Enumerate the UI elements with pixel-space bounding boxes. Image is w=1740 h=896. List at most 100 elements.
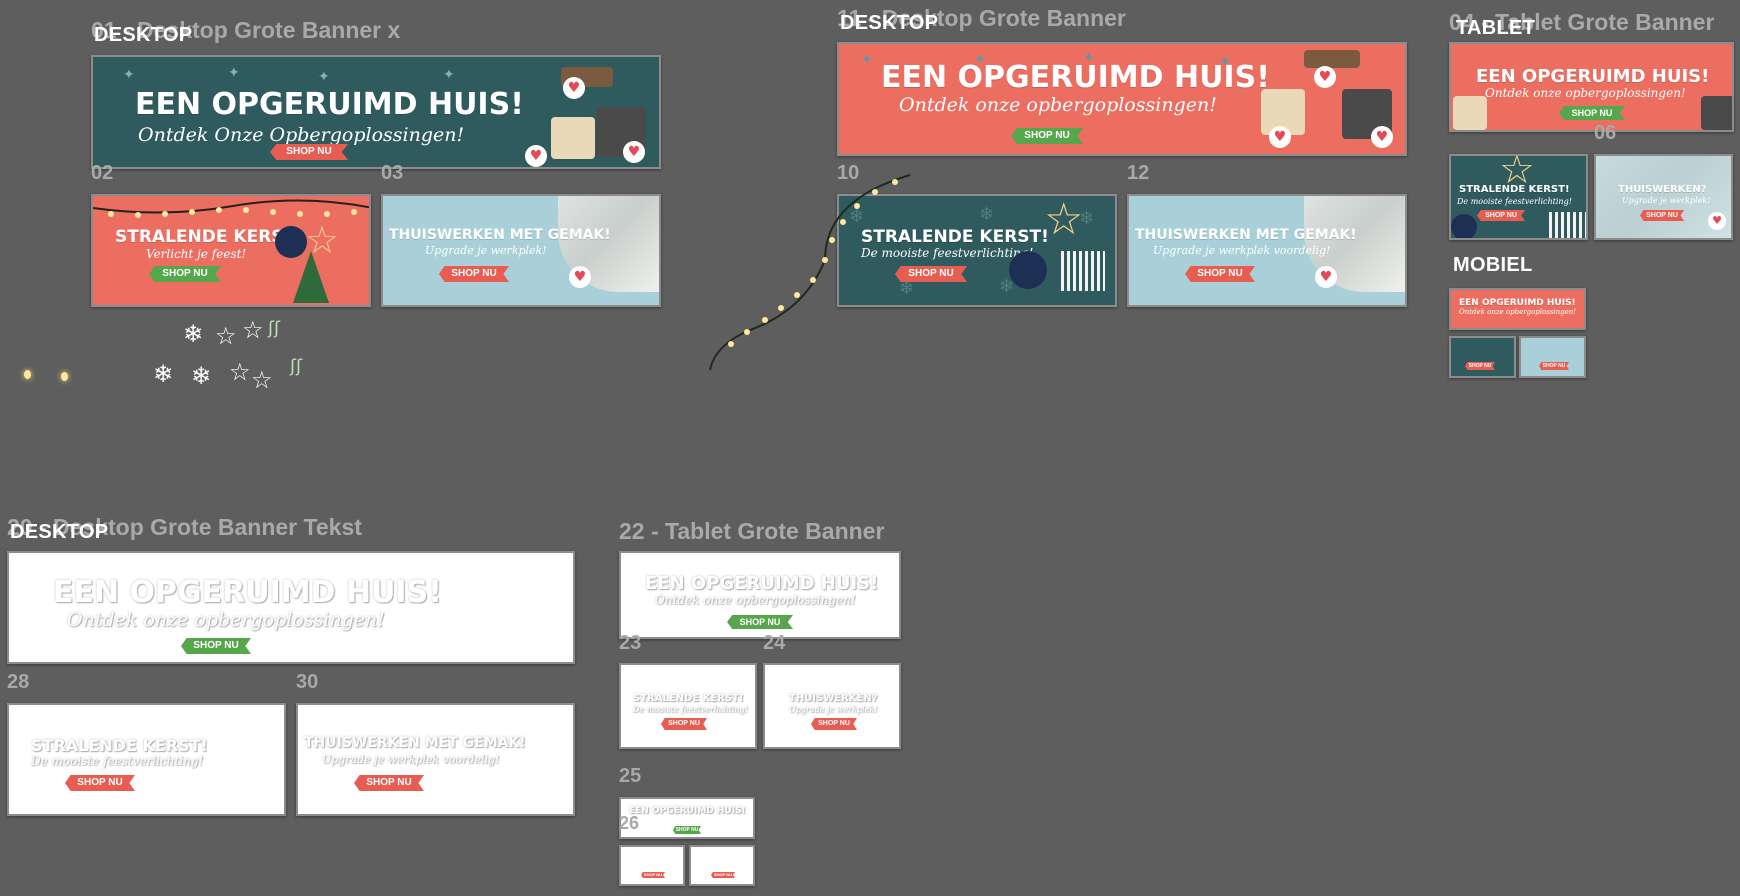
frame-number-06[interactable]: 06 xyxy=(1594,122,1617,144)
banner-subline: Upgrade je werkplek! xyxy=(789,705,878,714)
banner-subline: Upgrade je werkplek voordelig! xyxy=(1153,244,1331,257)
storage-basket-image xyxy=(551,117,595,159)
shop-now-button[interactable]: SHOP NU xyxy=(149,266,221,282)
banner-subline: Upgrade je werkplek voordelig! xyxy=(322,753,500,766)
candy-cane-icon: ʃʃ xyxy=(268,318,281,339)
banner-03-thuiswerken[interactable]: THUISWERKEN MET GEMAK! Upgrade je werkpl… xyxy=(381,194,661,307)
banner-11-opgeruimd-huis[interactable]: ✦ ✦ ✦ ✦ EEN OPGERUIMD HUIS! Ontdek onze … xyxy=(837,42,1407,156)
banner-headline: STRALENDE KERST! xyxy=(115,227,303,247)
banner-subline: Ontdek onze opbergoplossingen! xyxy=(899,94,1217,116)
shop-now-button[interactable]: SHOP NU xyxy=(727,615,793,629)
frame-label-22[interactable]: 22 - Tablet Grote Banner xyxy=(619,518,885,544)
icicle-lights-image xyxy=(1061,251,1105,291)
frame-number-30[interactable]: 30 xyxy=(296,671,319,693)
banner-26-text-mobile-stralende-kerst[interactable]: SHOP NU xyxy=(619,845,685,886)
shop-now-button[interactable]: SHOP NU xyxy=(661,718,707,730)
frame-label-20[interactable]: 20 - Desktop Grote Banner Tekst xyxy=(7,514,362,540)
shop-now-button[interactable]: SHOP NU xyxy=(1477,210,1525,221)
star-outline-icon: ☆ xyxy=(242,316,264,344)
banner-subline: De mooiste feestverlichting! xyxy=(633,705,748,714)
banner-04-opgeruimd-huis[interactable]: EEN OPGERUIMD HUIS! Ontdek onze opbergop… xyxy=(1449,42,1734,132)
frame-number-10[interactable]: 10 xyxy=(837,162,860,184)
shop-now-button[interactable]: SHOP NU xyxy=(354,775,424,791)
banner-subline: Ontdek onze opbergoplossingen! xyxy=(1459,308,1577,316)
frame-label-04[interactable]: 04 - Tablet Grote Banner xyxy=(1449,9,1715,35)
banner-06-thuiswerken[interactable]: THUISWERKEN? Upgrade je werkplek! SHOP N… xyxy=(1594,154,1733,240)
string-lights-icon xyxy=(93,199,369,218)
banner-headline: THUISWERKEN MET GEMAK! xyxy=(1135,227,1357,243)
heart-icon: ♥ xyxy=(1708,212,1726,230)
shop-now-button[interactable]: SHOP NU xyxy=(1539,362,1569,370)
star-outline-icon: ☆ xyxy=(215,322,237,350)
light-ball-image xyxy=(1009,251,1047,289)
shelf-image xyxy=(1304,50,1360,68)
banner-30-text-thuiswerken[interactable]: THUISWERKEN MET GEMAK! Upgrade je werkpl… xyxy=(296,703,575,816)
banner-12-thuiswerken[interactable]: THUISWERKEN MET GEMAK! Upgrade je werkpl… xyxy=(1127,194,1407,307)
banner-subline: Upgrade je werkplek! xyxy=(425,244,547,257)
shop-now-button[interactable]: SHOP NU xyxy=(711,872,735,878)
star-outline-icon: ☆ xyxy=(251,366,273,394)
banner-headline: STRALENDE KERST! xyxy=(633,693,744,704)
device-tag-tablet: TABLET xyxy=(1456,17,1536,39)
banner-27-text-mobile-thuiswerken[interactable]: SHOP NU xyxy=(689,845,755,886)
frame-number-02[interactable]: 02 xyxy=(91,162,114,184)
banner-20-text-opgeruimd-huis[interactable]: EEN OPGERUIMD HUIS! Ontdek onze opbergop… xyxy=(7,551,575,664)
shop-now-button[interactable]: SHOP NU xyxy=(65,775,135,791)
banner-subline: Upgrade je werkplek! xyxy=(1622,196,1711,205)
frame-number-24[interactable]: 24 xyxy=(763,632,786,654)
banner-headline: EEN OPGERUIMD HUIS! xyxy=(53,575,442,610)
shop-now-button[interactable]: SHOP NU xyxy=(895,266,967,282)
star-light-icon: ☆ xyxy=(1044,194,1084,245)
banner-22-text-opgeruimd-huis[interactable]: EEN OPGERUIMD HUIS! Ontdek onze opbergop… xyxy=(619,551,901,639)
shop-now-button[interactable]: SHOP NU xyxy=(1640,210,1684,221)
device-tag-desktop: DESKTOP xyxy=(840,12,939,34)
shop-now-button[interactable]: SHOP NU xyxy=(673,826,701,834)
shop-now-button[interactable]: SHOP NU xyxy=(1011,128,1083,144)
banner-23-text-stralende-kerst[interactable]: STRALENDE KERST! De mooiste feestverlich… xyxy=(619,663,757,749)
banner-subline: De mooiste feestverlichting! xyxy=(1457,197,1572,206)
banner-headline: EEN OPGERUIMD HUIS! xyxy=(1459,298,1576,308)
shop-now-button[interactable]: SHOP NU xyxy=(270,144,348,160)
heart-icon: ♥ xyxy=(563,77,585,99)
banner-subline: Verlicht je feest! xyxy=(146,247,247,261)
banner-headline: THUISWERKEN MET GEMAK! xyxy=(389,227,611,243)
banner-subline: De mooiste feestverlichting! xyxy=(861,246,1034,260)
string-lights-icon xyxy=(709,174,911,371)
storage-box-image xyxy=(1701,96,1732,130)
banner-mobile-stralende-kerst[interactable]: SHOP NU xyxy=(1449,336,1516,378)
frame-label-11[interactable]: 11 - Desktop Grote Banner xyxy=(837,5,1126,31)
banner-01-opgeruimd-huis[interactable]: ✦ ✦ ✦ ✦ ✦ EEN OPGERUIMD HUIS! Ontdek Onz… xyxy=(91,55,661,169)
banner-mobile-thuiswerken[interactable]: SHOP NU xyxy=(1519,336,1586,378)
frame-label-01[interactable]: 01 - Desktop Grote Banner x xyxy=(91,17,401,43)
banner-mobile-opgeruimd-huis[interactable]: EEN OPGERUIMD HUIS! Ontdek onze opbergop… xyxy=(1449,288,1586,330)
icicle-lights-image xyxy=(1549,212,1586,238)
banner-10-stralende-kerst[interactable]: ❄ ❄ ❄ ❄ ❄ STRALENDE KERST! De mooiste fe… xyxy=(837,194,1117,307)
banner-headline: EEN OPGERUIMD HUIS! xyxy=(645,573,879,594)
banner-subline: Ontdek Onze Opbergoplossingen! xyxy=(138,124,465,146)
banner-25-text-mobile-opgeruimd-huis[interactable]: EEN OPGERUIMD HUIS! SHOP NU xyxy=(619,797,755,839)
banner-24-text-thuiswerken[interactable]: THUISWERKEN? Upgrade je werkplek! SHOP N… xyxy=(763,663,901,749)
frame-number-23[interactable]: 23 xyxy=(619,632,642,654)
shop-now-button[interactable]: SHOP NU xyxy=(181,638,251,654)
device-tag-mobile: MOBIEL xyxy=(1453,254,1533,276)
shop-now-button[interactable]: SHOP NU xyxy=(439,266,509,282)
shop-now-button[interactable]: SHOP NU xyxy=(641,872,665,878)
frame-number-25[interactable]: 25 xyxy=(619,765,642,787)
frame-number-26[interactable]: 26 xyxy=(619,813,640,833)
banner-05-stralende-kerst[interactable]: ☆ STRALENDE KERST! De mooiste feestverli… xyxy=(1449,154,1588,240)
star-outline-icon: ☆ xyxy=(229,358,251,386)
heart-icon: ♥ xyxy=(1314,66,1336,88)
shop-now-button[interactable]: SHOP NU xyxy=(811,718,857,730)
banner-28-text-stralende-kerst[interactable]: STRALENDE KERST! De mooiste feestverlich… xyxy=(7,703,286,816)
shop-now-button[interactable]: SHOP NU xyxy=(1185,266,1255,282)
banner-02-stralende-kerst[interactable]: STRALENDE KERST! Verlicht je feest! SHOP… xyxy=(91,194,371,307)
frame-number-12[interactable]: 12 xyxy=(1127,162,1150,184)
shop-now-button[interactable]: SHOP NU xyxy=(1559,106,1625,120)
frame-number-28[interactable]: 28 xyxy=(7,671,30,693)
heart-icon: ♥ xyxy=(1371,126,1393,148)
light-bulb-icon xyxy=(61,372,68,381)
snowflake-icon: ❄ xyxy=(153,360,174,388)
banner-headline: EEN OPGERUIMD HUIS! xyxy=(881,60,1270,95)
frame-number-03[interactable]: 03 xyxy=(381,162,404,184)
shop-now-button[interactable]: SHOP NU xyxy=(1465,362,1495,370)
